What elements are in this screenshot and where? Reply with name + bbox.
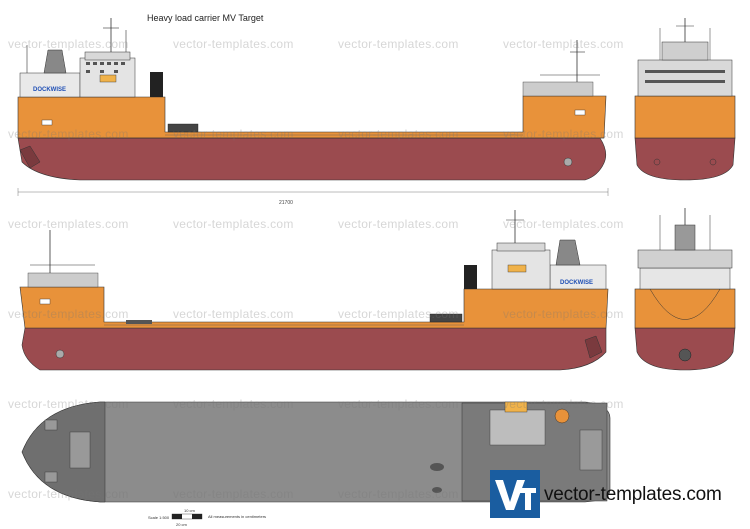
hull-upper [17, 95, 607, 139]
hull-lower [17, 137, 607, 181]
scale-value-bottom: 20 cm [176, 522, 187, 527]
scale-value-top: 10 cm [184, 508, 195, 513]
side-view-port: DOCKWISE [19, 210, 609, 371]
dimension-label: 21700 [279, 200, 293, 206]
hull-lower-port [21, 327, 607, 371]
side-view-starboard: DOCKWISE [17, 18, 609, 196]
brand-logo-icon[interactable] [490, 470, 540, 518]
rear-view [634, 208, 736, 371]
hull-upper-port [19, 286, 609, 329]
dockwise-label: DOCKWISE [33, 87, 66, 93]
front-view [634, 18, 736, 181]
brand-logo-text[interactable]: vector-templates.com [544, 484, 722, 505]
scale-note: All measurements in centimeters [208, 514, 267, 519]
scale-bar [171, 513, 203, 520]
dockwise-label-port: DOCKWISE [560, 280, 593, 286]
page-title: Heavy load carrier MV Target [147, 13, 264, 23]
scale-label: Scale 1:500 [148, 515, 170, 520]
top-view [21, 401, 611, 503]
